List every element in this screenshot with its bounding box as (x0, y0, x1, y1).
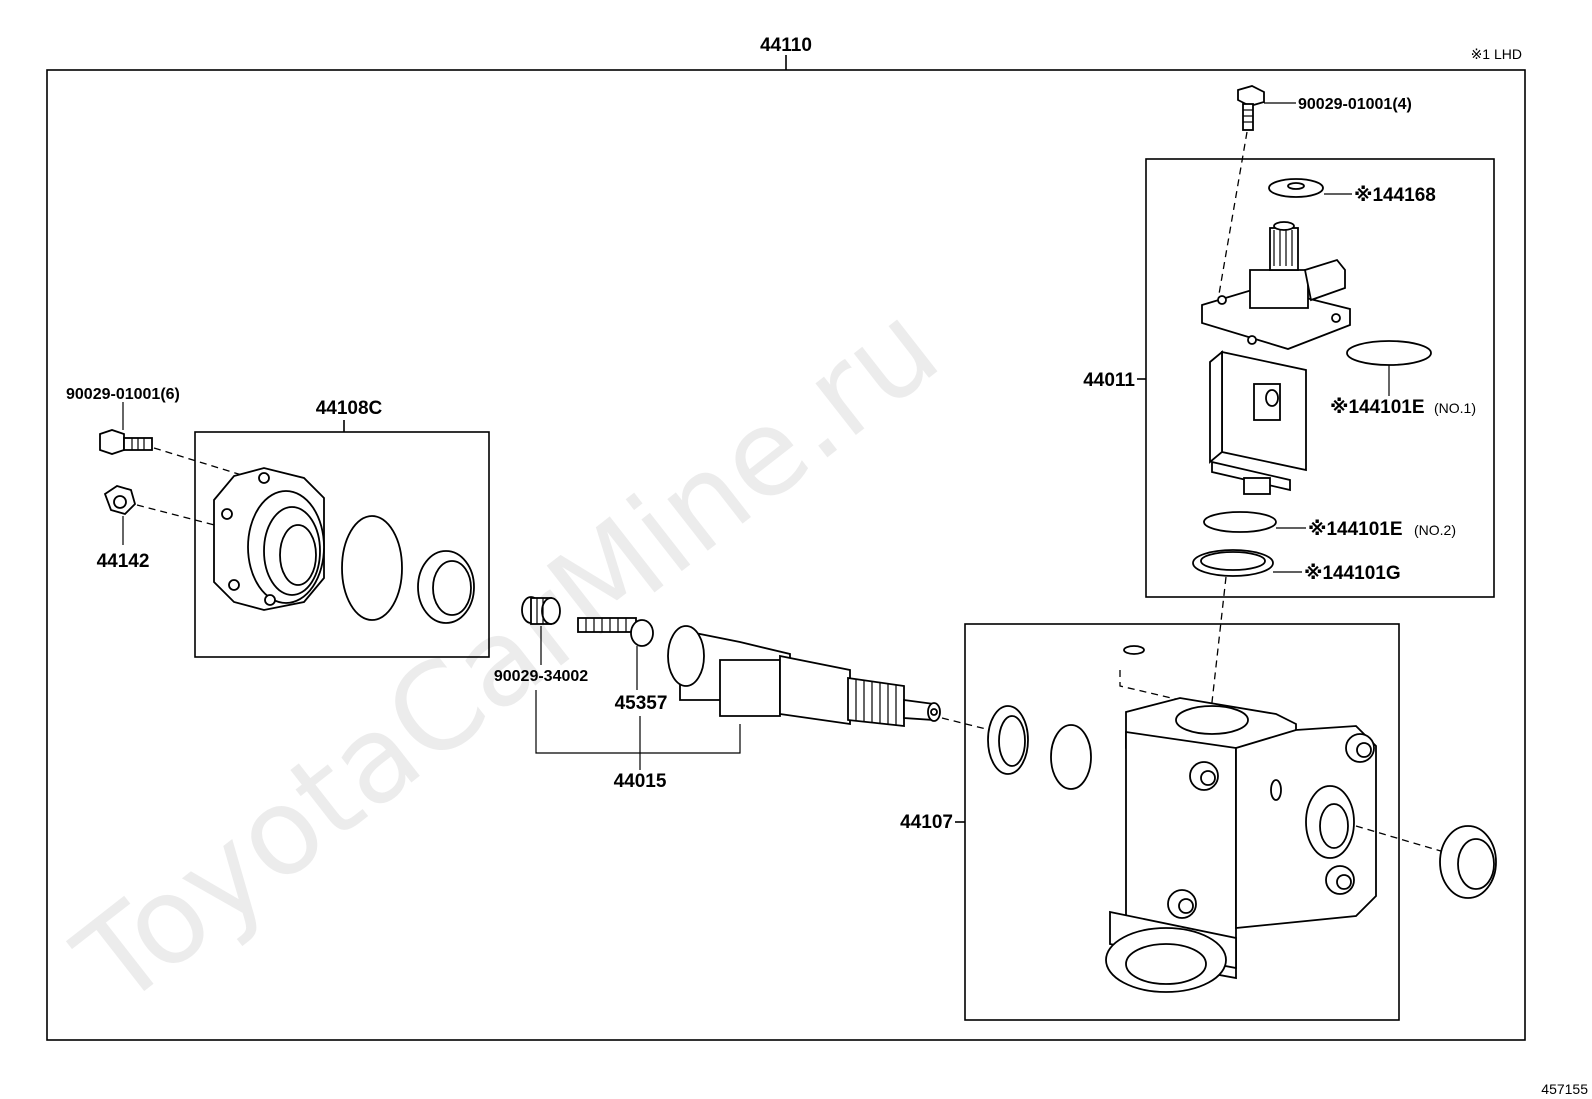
label-90029-01001-4[interactable]: 90029-01001(4) (1298, 96, 1412, 113)
housing-seal-icon[interactable] (987, 705, 1029, 775)
label-45357[interactable]: 45357 (615, 693, 668, 714)
end-cover-box (194, 431, 490, 658)
control-valve-icon[interactable] (1201, 221, 1351, 495)
label-90029-01001-6[interactable]: 90029-01001(6) (66, 386, 180, 403)
valve-assy-box (1145, 158, 1495, 598)
sector-shaft-icon[interactable] (667, 625, 941, 728)
seal-ring-g-icon[interactable] (1192, 549, 1274, 577)
plug-icon[interactable] (521, 596, 561, 625)
label-44101e-no1[interactable]: ※144101E (1330, 397, 1425, 418)
label-44110[interactable]: 44110 (760, 35, 812, 56)
watermark-text: ToyotaCarMine.ru (51, 278, 963, 1034)
gear-housing-icon[interactable] (1105, 645, 1377, 993)
housing-oring-icon[interactable] (1050, 724, 1092, 790)
label-44168[interactable]: ※144168 (1354, 185, 1436, 206)
label-44101e-no2[interactable]: ※144101E (1308, 519, 1403, 540)
end-cover-seal-icon[interactable] (417, 550, 475, 624)
figure-number: 457155 (1541, 1081, 1588, 1097)
oring-no2-icon[interactable] (1203, 511, 1277, 533)
nut-icon[interactable] (103, 485, 137, 516)
label-90029-34002[interactable]: 90029-34002 (494, 668, 588, 685)
label-44101e-no1-suffix: (NO.1) (1434, 400, 1476, 416)
oring-no1-icon[interactable] (1346, 340, 1432, 366)
note-lhd: ※1 LHD (1471, 46, 1522, 62)
label-44142[interactable]: 44142 (97, 551, 150, 572)
label-44108c[interactable]: 44108C (316, 398, 383, 419)
adjusting-screw-icon[interactable] (577, 617, 654, 647)
label-44101g[interactable]: ※144101G (1304, 563, 1401, 584)
bolt-left-icon[interactable] (99, 429, 153, 455)
label-44011[interactable]: 44011 (1083, 370, 1135, 391)
end-cover-icon[interactable] (213, 467, 325, 611)
housing-outer-seal-icon[interactable] (1439, 825, 1497, 899)
end-cover-oring-icon[interactable] (341, 515, 403, 621)
bolt-top-icon[interactable] (1237, 85, 1265, 131)
label-44101e-no2-suffix: (NO.2) (1414, 522, 1456, 538)
label-44107[interactable]: 44107 (900, 812, 953, 833)
label-44015[interactable]: 44015 (614, 771, 667, 792)
washer-icon[interactable] (1268, 178, 1324, 198)
